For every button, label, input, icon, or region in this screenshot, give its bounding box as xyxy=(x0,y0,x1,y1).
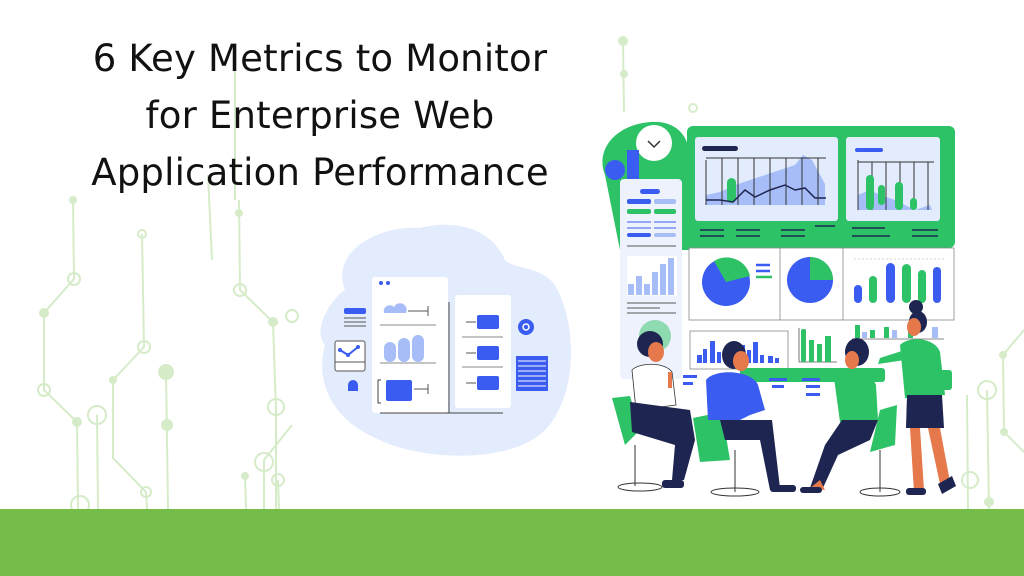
page-title: 6 Key Metrics to Monitor for Enterprise … xyxy=(30,30,610,201)
clock-icon xyxy=(636,125,672,161)
bar-chart xyxy=(854,258,945,303)
title-line-2: for Enterprise Web xyxy=(145,94,495,137)
person-1 xyxy=(612,320,695,492)
person-4 xyxy=(878,300,956,495)
line-chart-card xyxy=(334,340,366,372)
cloud-illustration xyxy=(320,224,572,456)
lock-icon xyxy=(348,380,358,391)
title-line-3: Application Performance xyxy=(91,151,549,194)
footer-band xyxy=(0,509,1024,576)
title-line-1: 6 Key Metrics to Monitor xyxy=(92,37,548,80)
person-2 xyxy=(693,341,796,497)
dashboard-illustration xyxy=(602,121,956,497)
document-lines-icon xyxy=(516,356,548,391)
cloud-icon xyxy=(383,303,407,313)
target-icon xyxy=(518,319,534,335)
person-3 xyxy=(800,338,901,497)
